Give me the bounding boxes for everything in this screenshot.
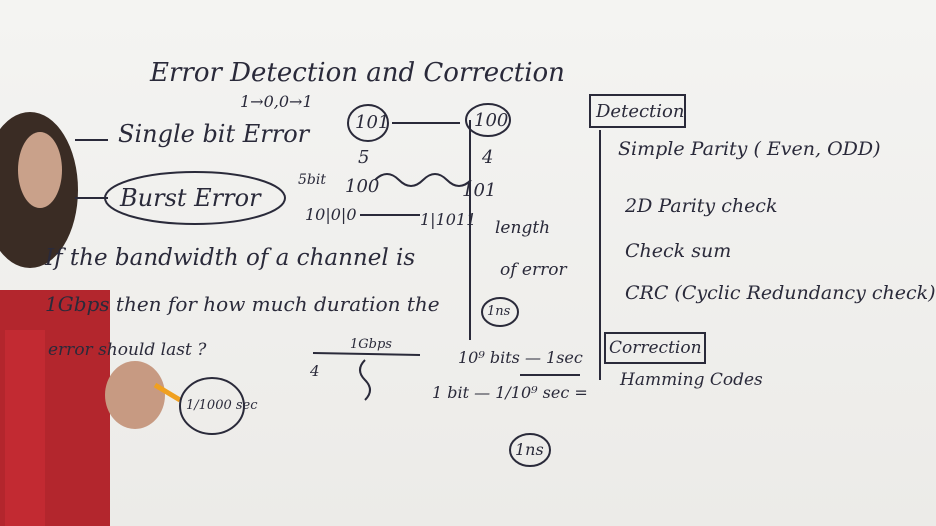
- num-4: 4: [482, 147, 494, 168]
- value-100: 100: [474, 110, 509, 131]
- flip-note: 1→0,0→1: [240, 92, 313, 111]
- circle-1ns-small: [481, 297, 519, 327]
- circle-1ns: [509, 433, 551, 467]
- detection-item-4: CRC (Cyclic Redundancy check): [625, 282, 936, 304]
- length-label: length: [495, 218, 551, 238]
- circle-100: [465, 103, 511, 137]
- question-line-1: If the bandwidth of a channel is: [45, 245, 416, 271]
- calc-result: 1ns: [515, 440, 544, 459]
- squiggle: [359, 359, 371, 401]
- circle-fraction: [179, 377, 245, 435]
- single-bit-label: Single bit Error: [118, 120, 310, 148]
- detection-header: Detection: [596, 101, 685, 122]
- calc-per-bit: 1 bit — 1/10⁹ sec =: [432, 383, 588, 402]
- box-detection: [589, 94, 686, 128]
- num-5: 5: [358, 147, 370, 168]
- question-line-3: error should last ?: [48, 340, 207, 360]
- burst-bits-a: 10|0|0: [305, 205, 357, 224]
- correction-header: Correction: [609, 338, 702, 358]
- detection-item-3: Check sum: [625, 240, 732, 262]
- board-title: Error Detection and Correction: [150, 58, 565, 88]
- detection-item-2: 2D Parity check: [625, 195, 778, 217]
- calc-rate: 10⁹ bits — 1sec: [458, 348, 583, 367]
- calc-gbps: 1Gbps: [350, 337, 392, 352]
- circle-101: [347, 104, 389, 142]
- burst-bits-b: 1|1011: [420, 210, 477, 229]
- burst-tag: 5bit: [298, 172, 326, 188]
- burst-101: 101: [462, 180, 497, 201]
- box-correction: [604, 332, 706, 364]
- burst-label: Burst Error: [120, 184, 261, 212]
- value-101: 101: [355, 112, 390, 133]
- correction-item-1: Hamming Codes: [620, 370, 763, 390]
- wave: [374, 173, 472, 187]
- circle-burst: [104, 171, 286, 225]
- burst-100: 100: [345, 176, 380, 197]
- question-line-2: 1Gbps then for how much duration the: [45, 292, 440, 316]
- calc-four: 4: [310, 362, 320, 380]
- answer-fraction: 1/1000 sec: [186, 398, 258, 413]
- detection-item-1: Simple Parity ( Even, ODD): [618, 138, 881, 160]
- of-error-label: of error: [500, 260, 567, 280]
- ns-small: 1ns: [487, 304, 511, 319]
